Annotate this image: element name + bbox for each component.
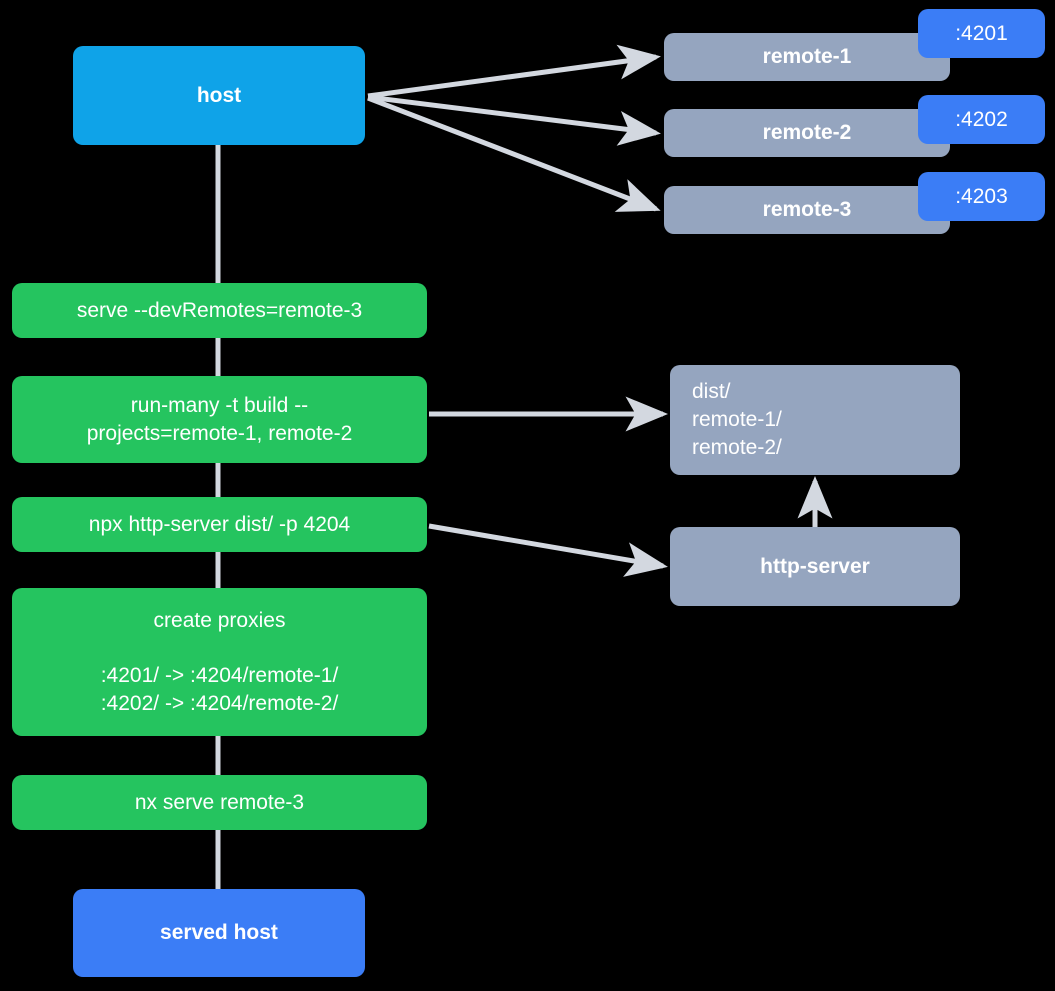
- node-command-serve-devremotes-label: serve --devRemotes=remote-3: [76, 298, 363, 322]
- node-command-npx-http-server[interactable]: npx http-server dist/ -p 4204: [12, 497, 427, 552]
- node-command-run-many[interactable]: run-many -t build -- projects=remote-1, …: [12, 376, 427, 463]
- node-command-create-proxies-label: create proxies :4201/ -> :4204/remote-1/…: [100, 608, 339, 715]
- node-http-server[interactable]: http-server: [670, 527, 960, 606]
- node-command-create-proxies[interactable]: create proxies :4201/ -> :4204/remote-1/…: [12, 588, 427, 736]
- node-command-serve-devremotes[interactable]: serve --devRemotes=remote-3: [12, 283, 427, 338]
- node-remote-3-label: remote-3: [762, 198, 852, 222]
- node-served-host-label: served host: [160, 921, 278, 945]
- edge-host-to-remote-2: [367, 94, 661, 146]
- node-dist-folder[interactable]: dist/ remote-1/ remote-2/: [670, 365, 960, 475]
- badge-port-4201-label: :4201: [955, 21, 1008, 45]
- node-host-label: host: [196, 83, 242, 107]
- node-host[interactable]: host: [73, 46, 365, 145]
- node-command-npx-http-server-label: npx http-server dist/ -p 4204: [88, 512, 351, 536]
- node-command-run-many-label: run-many -t build -- projects=remote-1, …: [86, 393, 353, 445]
- edge-npx-to-http-server: [428, 523, 668, 577]
- node-command-nx-serve-remote-3-label: nx serve remote-3: [134, 790, 305, 814]
- node-remote-1[interactable]: remote-1: [664, 33, 950, 81]
- node-remote-2-label: remote-2: [762, 121, 852, 145]
- badge-port-4203[interactable]: :4203: [918, 172, 1045, 221]
- node-remote-1-label: remote-1: [762, 45, 852, 69]
- node-http-server-label: http-server: [760, 554, 870, 578]
- node-command-nx-serve-remote-3[interactable]: nx serve remote-3: [12, 775, 427, 830]
- badge-port-4202[interactable]: :4202: [918, 95, 1045, 144]
- badge-port-4202-label: :4202: [955, 107, 1008, 131]
- edge-host-to-remote-3: [367, 95, 661, 212]
- node-served-host[interactable]: served host: [73, 889, 365, 977]
- badge-port-4201[interactable]: :4201: [918, 9, 1045, 58]
- node-remote-2[interactable]: remote-2: [664, 109, 950, 157]
- edge-host-to-remote-1: [367, 44, 661, 99]
- badge-port-4203-label: :4203: [955, 184, 1008, 208]
- node-remote-3[interactable]: remote-3: [664, 186, 950, 234]
- node-dist-folder-label: dist/ remote-1/ remote-2/: [692, 380, 782, 459]
